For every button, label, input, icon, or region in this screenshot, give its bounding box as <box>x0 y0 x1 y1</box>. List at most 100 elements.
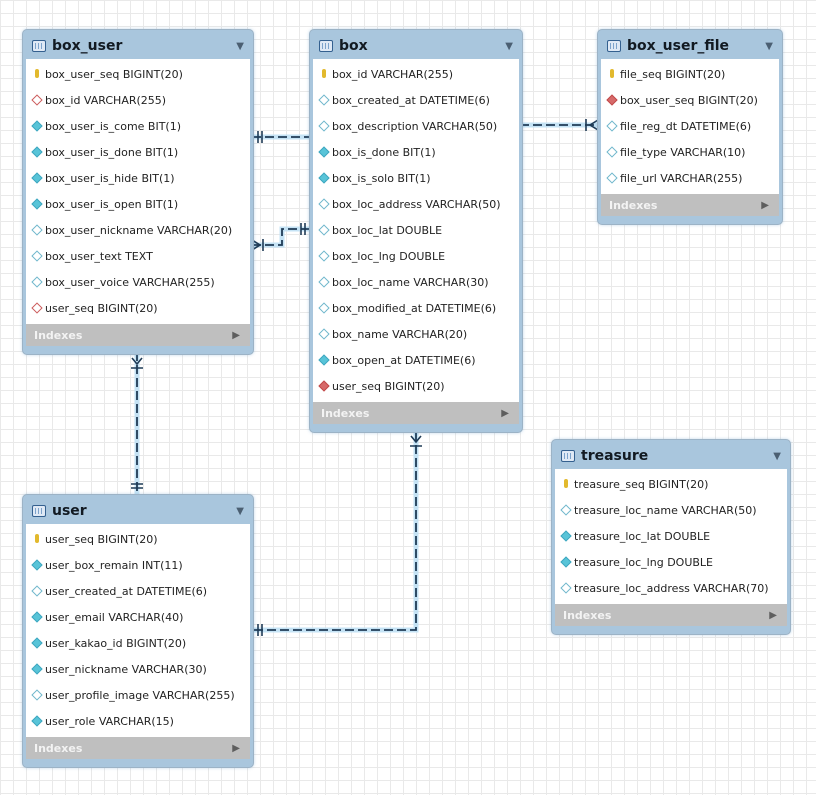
collapse-icon[interactable]: ▼ <box>236 505 244 517</box>
column-row[interactable]: file_reg_dt DATETIME(6) <box>601 113 779 139</box>
column-icon <box>30 275 43 288</box>
column-label: box_is_solo BIT(1) <box>332 171 431 185</box>
column-row[interactable]: box_user_nickname VARCHAR(20) <box>26 217 250 243</box>
indexes-label: Indexes <box>34 741 83 755</box>
column-row[interactable]: box_id VARCHAR(255) <box>313 61 519 87</box>
collapse-icon[interactable]: ▼ <box>773 450 781 462</box>
table-header[interactable]: user ▼ <box>26 498 250 524</box>
column-label: user_box_remain INT(11) <box>45 558 183 572</box>
column-label: box_user_seq BIGINT(20) <box>620 93 758 107</box>
column-list: user_seq BIGINT(20) user_box_remain INT(1… <box>26 524 250 737</box>
expand-arrow-icon[interactable]: ▶ <box>232 742 240 754</box>
indexes-bar[interactable]: Indexes ▶ <box>313 402 519 424</box>
column-row[interactable]: user_kakao_id BIGINT(20) <box>26 630 250 656</box>
column-row[interactable]: box_name VARCHAR(20) <box>313 321 519 347</box>
column-icon <box>317 119 330 132</box>
column-row[interactable]: user_box_remain INT(11) <box>26 552 250 578</box>
table-icon <box>32 40 46 52</box>
indexes-label: Indexes <box>609 198 658 212</box>
column-row[interactable]: user_seq BIGINT(20) <box>26 526 250 552</box>
collapse-icon[interactable]: ▼ <box>236 40 244 52</box>
indexes-bar[interactable]: Indexes ▶ <box>26 324 250 346</box>
table-header[interactable]: treasure ▼ <box>555 443 787 469</box>
expand-arrow-icon[interactable]: ▶ <box>232 329 240 341</box>
column-icon <box>559 503 572 516</box>
expand-arrow-icon[interactable]: ▶ <box>501 407 509 419</box>
column-label: box_user_seq BIGINT(20) <box>45 67 183 81</box>
column-row[interactable]: box_loc_address VARCHAR(50) <box>313 191 519 217</box>
column-label: file_url VARCHAR(255) <box>620 171 743 185</box>
column-row[interactable]: user_email VARCHAR(40) <box>26 604 250 630</box>
column-row[interactable]: box_is_done BIT(1) <box>313 139 519 165</box>
column-row[interactable]: box_loc_lng DOUBLE <box>313 243 519 269</box>
column-icon <box>30 584 43 597</box>
indexes-bar[interactable]: Indexes ▶ <box>26 737 250 759</box>
primary-key-icon <box>563 478 568 488</box>
collapse-icon[interactable]: ▼ <box>505 40 513 52</box>
column-row[interactable]: user_nickname VARCHAR(30) <box>26 656 250 682</box>
column-row[interactable]: box_is_solo BIT(1) <box>313 165 519 191</box>
table-box-user[interactable]: box_user ▼ box_user_seq BIGINT(20) box_id… <box>22 29 254 355</box>
column-row[interactable]: box_modified_at DATETIME(6) <box>313 295 519 321</box>
column-row[interactable]: box_created_at DATETIME(6) <box>313 87 519 113</box>
column-row[interactable]: treasure_loc_name VARCHAR(50) <box>555 497 787 523</box>
table-treasure[interactable]: treasure ▼ treasure_seq BIGINT(20)treasu… <box>551 439 791 635</box>
column-row[interactable]: treasure_loc_lat DOUBLE <box>555 523 787 549</box>
column-row[interactable]: treasure_seq BIGINT(20) <box>555 471 787 497</box>
column-label: box_open_at DATETIME(6) <box>332 353 476 367</box>
column-row[interactable]: box_id VARCHAR(255) <box>26 87 250 113</box>
table-box[interactable]: box ▼ box_id VARCHAR(255) box_created_at … <box>309 29 523 433</box>
not-null-column-icon <box>30 636 43 649</box>
column-label: box_user_is_come BIT(1) <box>45 119 182 133</box>
column-row[interactable]: box_description VARCHAR(50) <box>313 113 519 139</box>
column-icon <box>317 197 330 210</box>
column-label: file_type VARCHAR(10) <box>620 145 746 159</box>
column-icon <box>30 688 43 701</box>
column-row[interactable]: file_type VARCHAR(10) <box>601 139 779 165</box>
column-row[interactable]: user_created_at DATETIME(6) <box>26 578 250 604</box>
column-row[interactable]: treasure_loc_lng DOUBLE <box>555 549 787 575</box>
column-label: box_user_text TEXT <box>45 249 153 263</box>
column-row[interactable]: file_seq BIGINT(20) <box>601 61 779 87</box>
column-row[interactable]: box_open_at DATETIME(6) <box>313 347 519 373</box>
column-row[interactable]: box_user_seq BIGINT(20) <box>601 87 779 113</box>
column-label: box_loc_lng DOUBLE <box>332 249 446 263</box>
column-row[interactable]: file_url VARCHAR(255) <box>601 165 779 191</box>
column-icon <box>605 171 618 184</box>
column-row[interactable]: user_role VARCHAR(15) <box>26 708 250 734</box>
table-box-user-file[interactable]: box_user_file ▼ file_seq BIGINT(20) box_u… <box>597 29 783 225</box>
column-row[interactable]: box_user_voice VARCHAR(255) <box>26 269 250 295</box>
collapse-icon[interactable]: ▼ <box>765 40 773 52</box>
column-row[interactable]: box_user_is_come BIT(1) <box>26 113 250 139</box>
not-null-column-icon <box>30 145 43 158</box>
column-row[interactable]: box_user_is_done BIT(1) <box>26 139 250 165</box>
column-row[interactable]: user_seq BIGINT(20) <box>26 295 250 321</box>
indexes-bar[interactable]: Indexes ▶ <box>555 604 787 626</box>
column-row[interactable]: treasure_loc_address VARCHAR(70) <box>555 575 787 601</box>
column-row[interactable]: box_user_text TEXT <box>26 243 250 269</box>
expand-arrow-icon[interactable]: ▶ <box>761 199 769 211</box>
table-header[interactable]: box_user ▼ <box>26 33 250 59</box>
table-header[interactable]: box ▼ <box>313 33 519 59</box>
column-label: box_loc_lat DOUBLE <box>332 223 443 237</box>
table-header[interactable]: box_user_file ▼ <box>601 33 779 59</box>
column-label: box_user_is_hide BIT(1) <box>45 171 175 185</box>
column-icon <box>30 223 43 236</box>
column-row[interactable]: user_seq BIGINT(20) <box>313 373 519 399</box>
expand-arrow-icon[interactable]: ▶ <box>769 609 777 621</box>
column-row[interactable]: box_user_is_open BIT(1) <box>26 191 250 217</box>
column-row[interactable]: user_profile_image VARCHAR(255) <box>26 682 250 708</box>
indexes-bar[interactable]: Indexes ▶ <box>601 194 779 216</box>
column-icon <box>317 301 330 314</box>
table-name: user <box>52 503 87 519</box>
column-row[interactable]: box_user_is_hide BIT(1) <box>26 165 250 191</box>
table-icon <box>607 40 621 52</box>
column-row[interactable]: box_loc_name VARCHAR(30) <box>313 269 519 295</box>
column-row[interactable]: box_user_seq BIGINT(20) <box>26 61 250 87</box>
column-label: box_id VARCHAR(255) <box>332 67 454 81</box>
table-user[interactable]: user ▼ user_seq BIGINT(20) user_box_remai… <box>22 494 254 768</box>
column-label: user_seq BIGINT(20) <box>332 379 445 393</box>
column-row[interactable]: box_loc_lat DOUBLE <box>313 217 519 243</box>
column-list: treasure_seq BIGINT(20)treasure_loc_name… <box>555 469 787 604</box>
cardinality-mark <box>257 624 263 636</box>
